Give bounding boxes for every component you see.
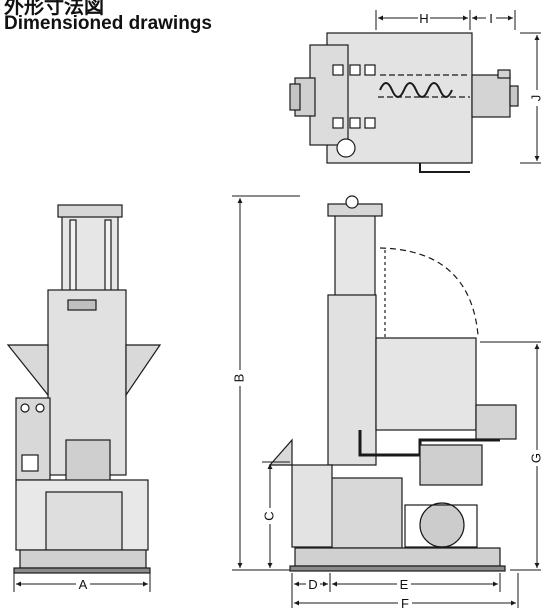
dimension-label-g: G [528, 453, 541, 463]
dimension-label-b: B [231, 374, 246, 383]
side-view [268, 195, 517, 572]
drawing-title-english: Dimensioned drawings [4, 13, 212, 34]
drawing-title-japanese: 外形寸法図 [4, 0, 104, 18]
dimension-label-backgrounds [76, 10, 541, 610]
dimension-label-d: D [308, 577, 317, 592]
dimension-label-i: I [489, 11, 493, 26]
dimension-label-a: A [79, 577, 88, 592]
top-view [289, 32, 519, 173]
dimension-label-e: E [400, 577, 409, 592]
dimension-label-h: H [419, 11, 428, 26]
dimension-label-j: J [528, 95, 541, 102]
front-view [6, 204, 162, 574]
dimension-label-c: C [261, 511, 276, 520]
dimension-label-f: F [401, 596, 409, 610]
